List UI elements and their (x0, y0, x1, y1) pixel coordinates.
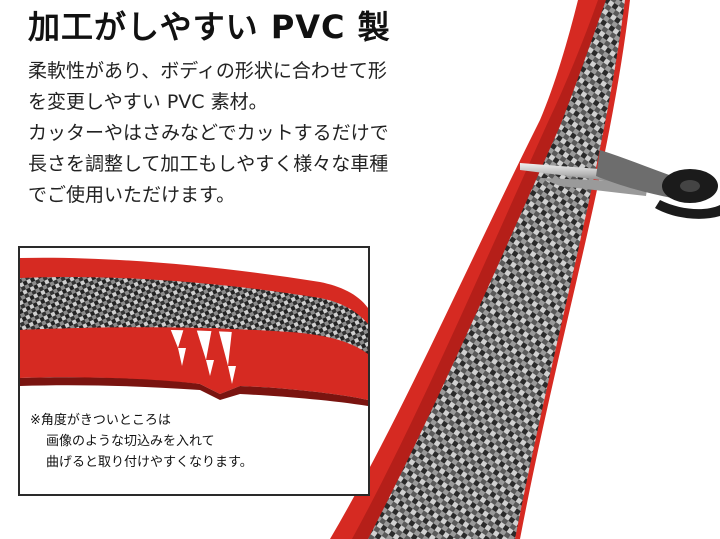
installation-note: ※角度がきついところは 画像のような切込みを入れて 曲げると取り付けやすくなりま… (30, 410, 253, 473)
description-line: を変更しやすい PVC 素材。 (28, 91, 268, 113)
closeup-inset: ※角度がきついところは 画像のような切込みを入れて 曲げると取り付けやすくなりま… (18, 246, 370, 496)
closeup-shadow (20, 377, 368, 406)
page-title: 加工がしやすい PVC 製 (28, 8, 391, 46)
scissors-icon (520, 150, 720, 219)
note-line: 画像のような切込みを入れて (46, 434, 215, 449)
closeup-notch-cuts (178, 348, 236, 384)
note-line: ※角度がきついところは (30, 413, 171, 428)
description-line: でご使用いただけます。 (28, 184, 236, 206)
closeup-red-lip (20, 327, 368, 400)
note-line: 曲げると取り付けやすくなります。 (46, 455, 253, 470)
strip-red-lip (352, 0, 606, 539)
closeup-carbon-body (20, 276, 368, 354)
description-line: 長さを調整して加工もしやすく様々な車種 (28, 153, 389, 175)
description-line: カッターやはさみなどでカットするだけで (28, 122, 389, 144)
feature-description: 柔軟性があり、ボディの形状に合わせて形 を変更しやすい PVC 素材。 カッター… (28, 56, 428, 211)
description-line: 柔軟性があり、ボディの形状に合わせて形 (28, 60, 387, 82)
closeup-strip-illustration (20, 257, 368, 406)
